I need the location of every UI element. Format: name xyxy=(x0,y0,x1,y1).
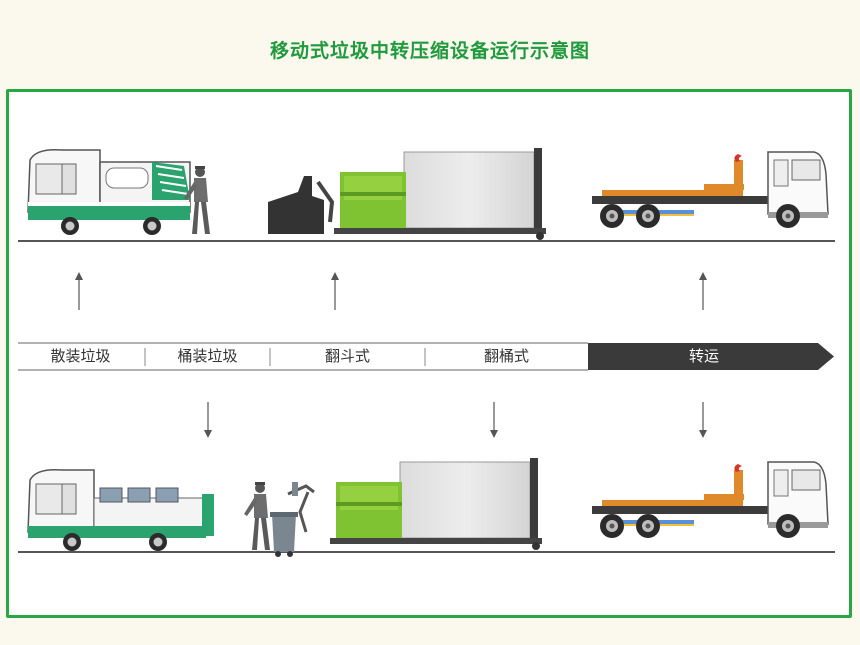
arrow-up-icon xyxy=(699,272,707,310)
arrow-up-icon xyxy=(331,272,339,310)
arrow-up-icon xyxy=(75,272,83,310)
compactor-tipper-icon xyxy=(268,147,547,241)
electric-compactor-vehicle-icon xyxy=(27,148,191,235)
hook-lift-truck-icon xyxy=(592,152,828,228)
stage-label-bin-tipper: 翻桶式 xyxy=(483,347,529,365)
garbage-bin-icon xyxy=(270,512,298,557)
arrow-down-icon xyxy=(204,402,212,438)
process-band xyxy=(18,342,834,371)
hook-lift-truck-icon xyxy=(592,462,828,538)
stage-label-tipper: 翻斗式 xyxy=(324,347,370,365)
diagram-title: 移动式垃圾中转压缩设备运行示意图 xyxy=(269,40,590,62)
worker-icon xyxy=(244,482,270,550)
stage-label-bin-waste: 桶装垃圾 xyxy=(177,347,238,365)
process-stage-bar: 散装垃圾 桶装垃圾 翻斗式 翻桶式 转运 xyxy=(16,343,834,370)
compactor-bin-lifter-icon xyxy=(287,457,543,551)
stage-label-transfer: 转运 xyxy=(688,347,719,365)
arrow-down-icon xyxy=(699,402,707,438)
electric-bin-carrier-icon xyxy=(27,468,214,551)
arrow-down-icon xyxy=(490,402,498,438)
stage-label-bulk-waste: 散装垃圾 xyxy=(50,347,111,365)
